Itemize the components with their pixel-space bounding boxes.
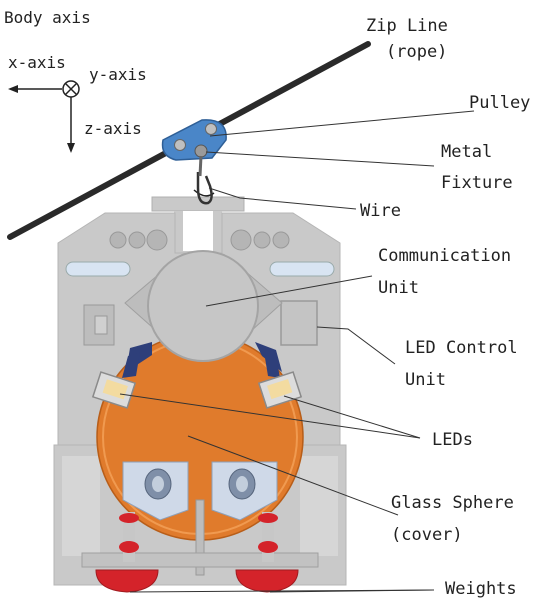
weight-left-disc [95,569,159,593]
side-window-right [269,261,335,277]
body-axis-title: Body axis [4,8,91,27]
z-axis-label: z-axis [84,119,142,138]
label-leds: LEDs [432,430,473,450]
label-communication: Communication [378,246,511,266]
x-axis-label: x-axis [8,53,66,72]
side-window-left [65,261,131,277]
label-led-control-unit: Unit [405,370,446,390]
metal-fixture [194,144,208,158]
z-axis-arrowhead [67,143,75,153]
label-weights: Weights [445,579,517,599]
label-fixture: Fixture [441,173,513,193]
bolt [128,231,146,249]
led-right-assembly [255,342,303,409]
leader-lines [119,110,475,593]
communication-unit [147,250,259,362]
leader-wire [208,187,357,210]
pulley-wheel-icon [174,139,186,151]
bolt [109,231,127,249]
label-zip-line: Zip Line [366,16,448,36]
label-wire: Wire [360,201,401,221]
bolt [230,229,252,251]
bolt [253,231,271,249]
label-glass-sphere: Glass Sphere [391,493,514,513]
bottom-bar [81,552,319,568]
label-communication-unit: Unit [378,278,419,298]
hanger-slot [183,211,213,251]
label-metal: Metal [441,142,492,162]
leader-metal-fixture [205,151,435,167]
label-cover: (cover) [391,525,463,545]
y-axis-label: y-axis [89,65,147,84]
bolt [272,231,290,249]
x-axis-arrowhead [8,85,18,93]
lower-right-panel [300,456,338,556]
label-rope: (rope) [386,42,447,62]
leader-glass-sphere [187,435,399,516]
leader-pulley [209,110,475,137]
pulley-wheel-icon [205,123,217,135]
weight-left [95,512,159,593]
center-rod [195,499,205,576]
label-led-control: LED Control [405,338,518,358]
leader-communication-unit [205,275,373,307]
label-pulley: Pulley [469,93,530,113]
weight-right-disc [235,569,299,593]
leader-led-right [283,395,421,439]
bolt [146,229,168,251]
body-axis-indicator: Body axis x-axis y-axis z-axis [4,8,147,153]
led-control-unit-box [280,300,318,346]
leader-weight-right [269,589,435,593]
leader-led-left [119,393,421,439]
pulley [161,119,227,161]
weight-right [235,512,299,593]
lower-left-panel [62,456,100,556]
wire [196,172,213,205]
top-plate [151,196,245,212]
leader-led-control-unit [316,326,396,365]
